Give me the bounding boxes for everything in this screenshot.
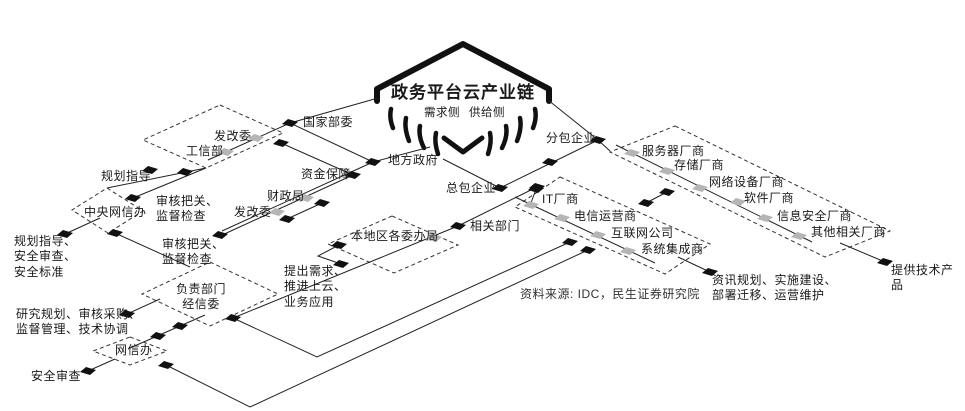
node-marker	[57, 230, 73, 238]
label-it-vendor: IT厂商	[542, 192, 579, 206]
label-provide-tech-products: 提供技术产品	[891, 263, 954, 293]
node-marker	[218, 148, 234, 156]
label-consulting-ops: 资讯规划、实施建设、 部署迁移、运营维护	[712, 273, 838, 303]
node-marker	[692, 184, 708, 192]
label-miit: 工信部	[186, 144, 224, 158]
node-marker	[702, 268, 718, 276]
node-marker	[554, 214, 570, 222]
node-marker	[624, 149, 640, 157]
node-marker	[450, 222, 466, 230]
node-marker	[757, 214, 773, 222]
gray-node-markers	[218, 134, 807, 255]
node-marker	[212, 231, 228, 239]
node-marker	[426, 234, 442, 242]
node-marker	[590, 231, 606, 239]
label-planning-security-standards: 规划指导、 安全审查、 安全标准	[14, 234, 77, 279]
node-marker	[528, 185, 544, 193]
node-marker	[279, 215, 295, 223]
label-general-contractor: 总包企业	[446, 181, 497, 195]
source-note: 资料来源: IDC，民生证券研究院	[520, 287, 700, 301]
label-storage-vendor: 存储厂商	[674, 158, 725, 172]
group-ndrc-miit	[141, 104, 285, 169]
group-responsible-dept	[140, 261, 280, 327]
label-network-equipment-vendor: 网络设备厂商	[709, 175, 785, 189]
label-local-government: 地方政府	[388, 153, 439, 167]
node-marker	[345, 171, 361, 179]
label-related-departments: 相关部门	[470, 219, 521, 233]
label-ndrc-local: 发改委	[234, 205, 272, 219]
node-marker	[177, 168, 193, 176]
node-marker	[791, 232, 807, 240]
group-local-commissions	[326, 215, 460, 274]
node-marker	[331, 241, 347, 249]
node-marker	[142, 166, 158, 174]
node-marker	[542, 158, 558, 166]
diagram-title: 政务平台云产业链	[391, 83, 535, 102]
node-marker	[877, 258, 893, 266]
label-responsible-dept: 负责部门 经信委	[175, 282, 227, 312]
node-marker	[298, 194, 314, 202]
label-cac-local: 网信办	[115, 343, 153, 357]
label-internet-company: 互联网公司	[611, 226, 674, 240]
node-marker	[562, 238, 578, 246]
node-marker	[590, 136, 606, 144]
cloud-icon	[374, 41, 552, 157]
node-marker	[107, 229, 123, 237]
label-review-supervision-1: 审核把关、 监督检查	[156, 194, 219, 224]
node-marker	[333, 260, 349, 268]
node-marker	[638, 199, 654, 207]
node-marker	[158, 361, 174, 369]
label-subcontractor: 分包企业	[546, 131, 597, 145]
node-marker	[282, 119, 298, 127]
node-marker	[620, 247, 636, 255]
label-central-cac: 中央网信办	[84, 205, 147, 219]
node-marker	[523, 201, 539, 209]
node-marker	[172, 322, 188, 330]
label-research-planning: 研究规划、审核采购、 监督管理、技术协调	[16, 307, 142, 337]
demand-side-label: 需求侧	[424, 107, 460, 119]
label-server-vendor: 服务器厂商	[642, 144, 705, 158]
node-marker	[150, 332, 166, 340]
label-other-vendors: 其他相关厂商	[811, 225, 887, 239]
group-it-vendors	[513, 176, 712, 275]
node-marker	[580, 246, 596, 254]
node-marker	[273, 139, 289, 147]
label-local-commissions: 本地区各委办局	[351, 229, 439, 243]
node-marker	[659, 188, 675, 196]
node-marker	[248, 134, 264, 142]
label-ndrc-central: 发改委	[214, 129, 252, 143]
group-central-cac	[71, 187, 144, 234]
node-marker	[119, 310, 135, 318]
supply-side-label: 供给侧	[469, 107, 505, 119]
label-software-vendor: 软件厂商	[744, 191, 795, 205]
label-funding-guarantee: 资金保障	[301, 167, 352, 181]
group-cac-local	[91, 336, 169, 366]
node-marker	[314, 199, 330, 207]
node-marker	[125, 194, 141, 202]
node-marker	[730, 198, 746, 206]
label-propose-demand: 提出需求、 推进上云、 业务应用	[284, 264, 347, 309]
node-marker	[492, 184, 508, 192]
label-finance-bureau: 财政局	[267, 189, 305, 203]
node-marker	[225, 314, 241, 322]
label-system-integrator: 系统集成商	[641, 242, 704, 256]
node-marker	[365, 158, 381, 166]
label-telecom-operator: 电信运营商	[574, 209, 637, 223]
node-marker	[80, 367, 96, 375]
node-marker	[659, 167, 675, 175]
connector-lines	[64, 97, 886, 408]
node-marker	[269, 208, 285, 216]
label-infosec-vendor: 信息安全厂商	[777, 209, 853, 223]
label-planning-guidance: 规划指导	[101, 169, 152, 183]
label-national-ministries: 国家部委	[303, 115, 354, 129]
label-review-supervision-2: 审核把关、 监督检查	[162, 237, 225, 267]
group-outlines	[71, 104, 892, 366]
black-node-markers	[57, 119, 893, 375]
group-suppliers	[608, 125, 892, 258]
label-security-review: 安全审查	[31, 369, 82, 383]
